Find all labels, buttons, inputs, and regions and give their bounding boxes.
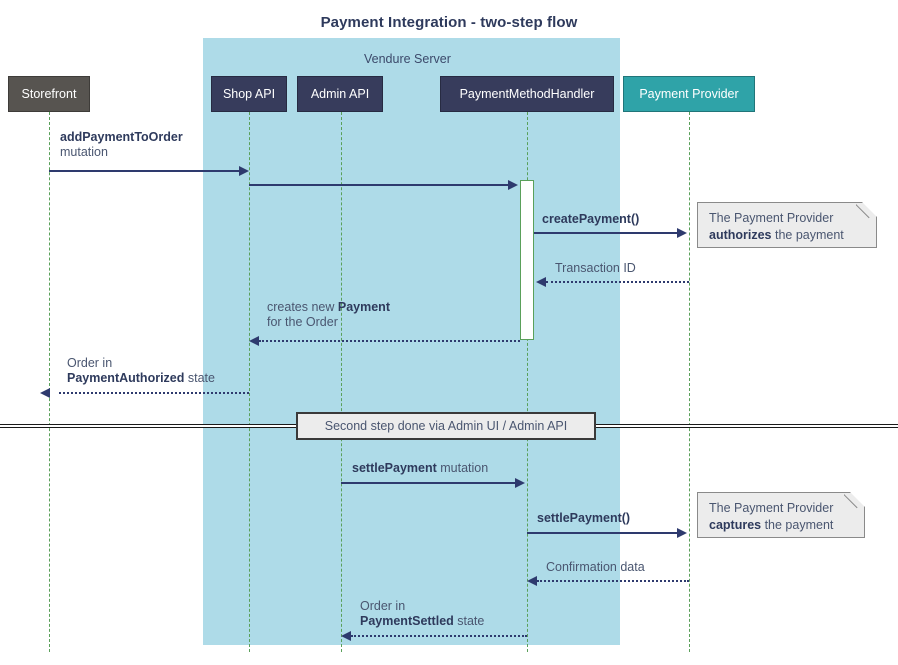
message-label-order-payment-authorized: Order in PaymentAuthorized state — [67, 356, 215, 386]
note-line-1: The Payment Provider — [709, 211, 834, 225]
message-line-add-payment-to-order — [49, 170, 241, 172]
message-arrowhead-settle-payment-mutation — [515, 478, 525, 488]
message-label-plain: Transaction ID — [555, 261, 636, 275]
message-arrowhead-settle-payment-call — [677, 528, 687, 538]
note-line-2-rest: the payment — [761, 518, 834, 532]
message-arrowhead-transaction-id — [536, 277, 546, 287]
message-label-settle-payment-mutation: settlePayment mutation — [352, 461, 488, 476]
note-line-1: The Payment Provider — [709, 501, 834, 515]
activation-bar-payment-method-handler — [520, 180, 534, 340]
page-title: Payment Integration - two-step flow — [320, 14, 578, 31]
participant-payment-provider[interactable]: Payment Provider — [623, 76, 755, 112]
message-arrowhead-creates-new-payment — [249, 336, 259, 346]
message-arrowhead-add-payment-to-order — [239, 166, 249, 176]
lifeline-admin-api — [341, 112, 342, 652]
message-label-line2-bold: PaymentSettled — [360, 614, 454, 628]
message-line-create-payment — [534, 232, 679, 234]
message-line-creates-new-payment — [259, 340, 520, 342]
message-label-creates-new-payment: creates new Payment for the Order — [267, 300, 390, 330]
participant-shop-api[interactable]: Shop API — [211, 76, 287, 112]
message-label-plain: Confirmation data — [546, 560, 645, 574]
message-line-order-payment-settled — [351, 635, 527, 637]
divider-rule-left — [0, 424, 300, 428]
message-label-line2-post: state — [184, 371, 215, 385]
note-captures: The Payment Provider captures the paymen… — [697, 492, 865, 538]
message-label-bold: addPaymentToOrder — [60, 130, 183, 144]
lifeline-storefront — [49, 112, 50, 652]
message-label-line1-bold: Payment — [337, 300, 390, 314]
note-fold-edge-icon — [856, 202, 877, 223]
message-arrowhead-order-payment-settled — [341, 631, 351, 641]
message-label-line1: Order in — [360, 599, 406, 613]
message-line-transaction-id — [546, 281, 689, 283]
message-arrowhead-shop-api-to-handler — [508, 180, 518, 190]
note-fold-edge-icon — [844, 492, 865, 513]
message-label-settle-payment-call: settlePayment() — [537, 511, 630, 526]
message-line-settle-payment-mutation — [341, 482, 517, 484]
message-line-shop-api-to-handler — [249, 184, 510, 186]
message-label-line2-post: state — [453, 614, 485, 628]
message-label-line1: Order in — [67, 356, 113, 370]
message-label-line1-pre: creates new — [267, 300, 338, 314]
message-arrowhead-order-payment-authorized — [40, 388, 50, 398]
message-label-plain: mutation — [60, 145, 108, 159]
divider-label-box: Second step done via Admin UI / Admin AP… — [296, 412, 596, 440]
note-line-2-bold: captures — [709, 518, 762, 532]
lifeline-payment-method-handler — [527, 112, 528, 652]
lifeline-shop-api — [249, 112, 250, 652]
note-line-2-bold: authorizes — [709, 228, 772, 242]
participant-payment-method-handler[interactable]: PaymentMethodHandler — [440, 76, 614, 112]
message-label-bold: createPayment() — [542, 212, 640, 226]
message-label-confirmation-data: Confirmation data — [546, 560, 645, 575]
participant-admin-api[interactable]: Admin API — [297, 76, 383, 112]
message-label-create-payment: createPayment() — [542, 212, 639, 227]
message-line-confirmation-data — [537, 580, 689, 582]
message-label-bold: settlePayment() — [537, 511, 631, 525]
message-label-add-payment-to-order: addPaymentToOrder mutation — [60, 130, 183, 160]
group-label-vendure-server: Vendure Server — [364, 52, 451, 66]
message-arrowhead-confirmation-data — [527, 576, 537, 586]
message-label-rest: mutation — [436, 461, 489, 475]
message-arrowhead-create-payment — [677, 228, 687, 238]
divider-rule-right — [594, 424, 898, 428]
note-authorizes: The Payment Provider authorizes the paym… — [697, 202, 877, 248]
message-label-bold: settlePayment — [352, 461, 437, 475]
lifeline-payment-provider — [689, 112, 690, 652]
message-label-transaction-id: Transaction ID — [555, 261, 636, 276]
message-label-order-payment-settled: Order in PaymentSettled state — [360, 599, 484, 629]
message-line-settle-payment-call — [527, 532, 679, 534]
message-line-order-payment-authorized — [59, 392, 249, 394]
message-label-line2: for the Order — [267, 315, 338, 329]
message-label-line2-bold: PaymentAuthorized — [67, 371, 185, 385]
participant-storefront[interactable]: Storefront — [8, 76, 90, 112]
note-line-2-rest: the payment — [771, 228, 844, 242]
